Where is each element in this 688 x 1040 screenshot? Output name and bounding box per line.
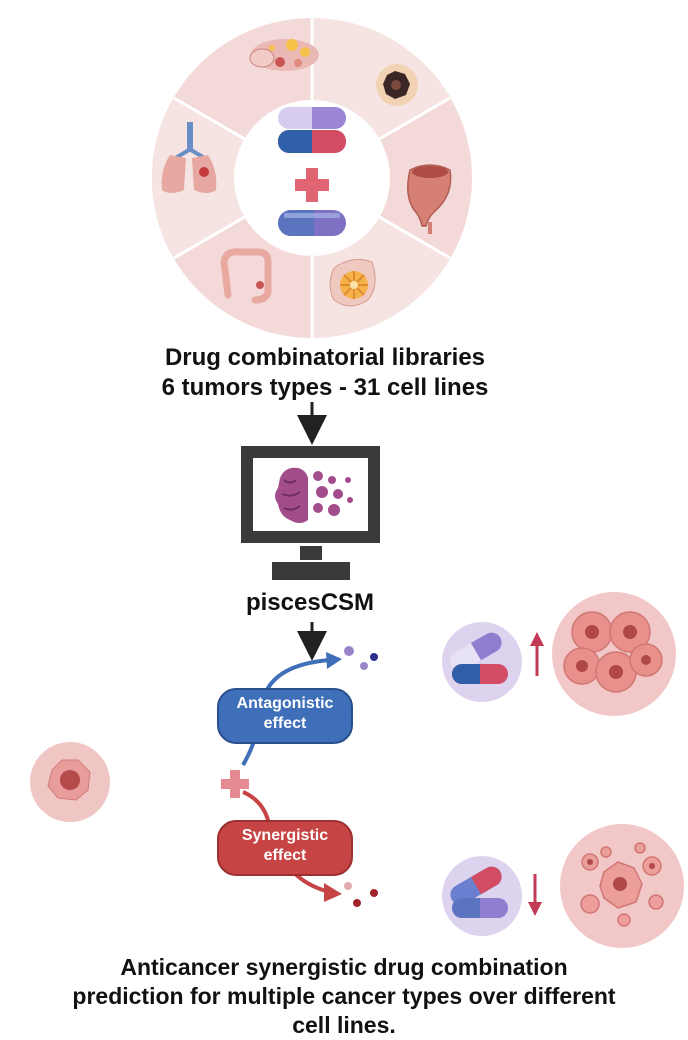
antagonistic-arrowhead bbox=[326, 652, 342, 669]
skin-tumor-icon bbox=[376, 64, 418, 106]
molecule-dot bbox=[370, 889, 378, 897]
computer-icon bbox=[241, 446, 380, 580]
decrease-arrow-icon bbox=[528, 874, 542, 916]
libraries-line1: Drug combinatorial libraries bbox=[164, 344, 486, 371]
plus-icon bbox=[221, 770, 249, 798]
plus-icon bbox=[295, 168, 329, 202]
breast-icon bbox=[329, 259, 376, 307]
lung-icon bbox=[161, 122, 217, 193]
antagonistic-effect-label: Antagonistic effect bbox=[218, 694, 352, 734]
antagonistic-effect-box bbox=[217, 688, 353, 744]
synergistic-effect-box bbox=[217, 820, 353, 876]
tumor-growth-icon bbox=[552, 592, 676, 716]
antagonistic-line2: effect bbox=[263, 715, 307, 732]
conclusion-line2: prediction for multiple cancer types ove… bbox=[72, 983, 616, 1009]
conclusion-line3: cell lines. bbox=[292, 1012, 396, 1038]
synergistic-arrowhead bbox=[324, 883, 342, 902]
libraries-caption: Drug combinatorial libraries 6 tumors ty… bbox=[0, 343, 650, 403]
increase-arrow-icon bbox=[530, 632, 544, 676]
cancer-cell-icon bbox=[30, 742, 110, 822]
molecule-dot bbox=[370, 653, 378, 661]
conclusion-line1: Anticancer synergistic drug combination bbox=[120, 954, 568, 980]
drug-combination-icon bbox=[442, 622, 522, 702]
capsule-icon bbox=[278, 210, 346, 236]
molecule-dot bbox=[344, 882, 352, 890]
ovary-icon bbox=[249, 39, 319, 71]
tumor-death-icon bbox=[560, 824, 684, 948]
molecule-dot bbox=[360, 662, 368, 670]
synergistic-line2: effect bbox=[263, 847, 307, 864]
antagonistic-line1: Antagonistic bbox=[236, 695, 334, 712]
conclusion-caption: Anticancer synergistic drug combination … bbox=[0, 953, 688, 1040]
drug-combination-icon bbox=[442, 856, 522, 936]
molecule-dot bbox=[344, 646, 354, 656]
synergistic-line1: Synergistic bbox=[241, 827, 329, 844]
capsule-icon bbox=[278, 107, 346, 153]
libraries-line2: 6 tumors types - 31 cell lines bbox=[161, 374, 489, 401]
bladder-icon bbox=[407, 164, 452, 234]
molecule-dot bbox=[353, 899, 361, 907]
brain-gears-icon bbox=[275, 467, 353, 523]
colon-icon bbox=[220, 248, 272, 304]
synergistic-effect-label: Synergistic effect bbox=[218, 826, 352, 866]
tool-name: piscesCSM bbox=[245, 589, 375, 616]
